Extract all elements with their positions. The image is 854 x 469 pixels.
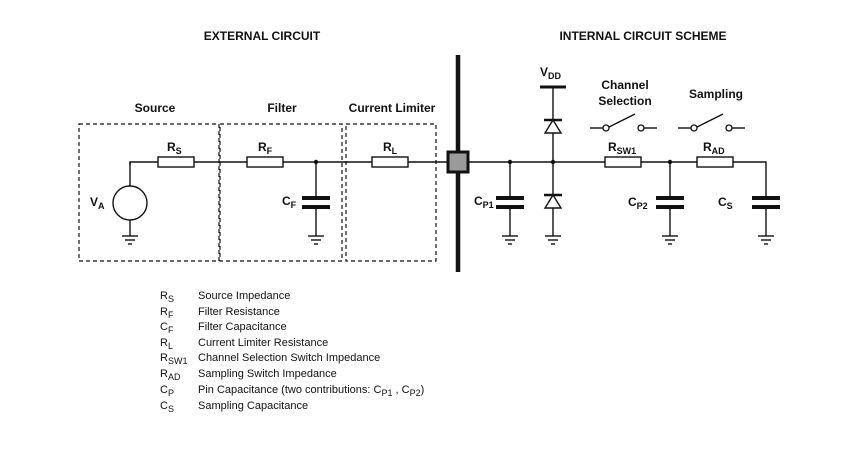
legend-symbol-cs: CS (160, 400, 174, 414)
rsw1-symbol: RSW1 (608, 140, 636, 156)
filter-box (219, 123, 343, 262)
current-limiter-label: Current Limiter (349, 101, 436, 115)
pin-pad-icon (446, 150, 470, 174)
channel-selection-switch-icon (590, 113, 657, 132)
sampling-label: Sampling (689, 87, 743, 101)
external-circuit-heading: EXTERNAL CIRCUIT (204, 29, 321, 43)
rs-symbol: RS (167, 140, 182, 156)
rl-symbol: RL (383, 140, 398, 156)
rad-symbol: RAD (703, 140, 725, 156)
legend-desc-rl: Current Limiter Resistance (198, 337, 328, 349)
legend-desc-rf: Filter Resistance (198, 306, 280, 318)
channel-selection-label-line2: Selection (598, 94, 651, 108)
legend-desc-rsw1: Channel Selection Switch Impedance (198, 352, 380, 364)
wire-rad-cs (733, 161, 767, 197)
diode-lower-icon (543, 193, 563, 209)
cf-symbol: CF (282, 194, 297, 210)
diode-upper-icon (543, 118, 563, 134)
legend: RS Source Impedance RF Filter Resistance… (160, 290, 424, 414)
legend-symbol-cf: CF (160, 321, 174, 335)
rf-resistor (246, 156, 284, 168)
cs-symbol: CS (718, 195, 733, 211)
source-box (78, 123, 220, 262)
legend-desc-cp: Pin Capacitance (two contributions: CP1 … (198, 384, 424, 398)
va-source-icon (112, 185, 148, 221)
ground-icon (308, 235, 324, 245)
legend-symbol-rs: RS (160, 290, 174, 304)
filter-label: Filter (267, 101, 297, 115)
channel-selection-label-line1: Channel (601, 78, 648, 92)
ground-icon (502, 235, 518, 245)
wire-source-up (129, 161, 158, 165)
legend-desc-cf: Filter Capacitance (198, 321, 287, 333)
legend-symbol-rad: RAD (160, 368, 181, 382)
legend-desc-rad: Sampling Switch Impedance (198, 368, 337, 380)
internal-circuit-heading: INTERNAL CIRCUIT SCHEME (559, 29, 726, 43)
rsw1-resistor (604, 156, 642, 168)
ground-icon (662, 235, 678, 245)
diode-node-dot (550, 159, 556, 165)
cp1-symbol: CP1 (474, 194, 494, 210)
current-limiter-box (345, 123, 437, 262)
sampling-switch-icon (678, 113, 745, 132)
legend-desc-cs: Sampling Capacitance (198, 400, 308, 412)
source-label: Source (135, 101, 176, 115)
cp2-symbol: CP2 (628, 195, 648, 211)
rf-symbol: RF (258, 140, 273, 156)
legend-desc-rs: Source Impedance (198, 290, 290, 302)
va-symbol: VA (90, 195, 105, 211)
vdd-symbol: VDD (540, 65, 562, 81)
rl-resistor (371, 156, 409, 168)
rad-resistor (696, 156, 734, 168)
legend-symbol-rsw1: RSW1 (160, 352, 187, 366)
legend-symbol-rl: RL (160, 337, 173, 351)
rs-resistor (157, 156, 195, 168)
ground-icon (758, 235, 774, 245)
legend-symbol-cp: CP (160, 384, 174, 398)
ground-icon (545, 235, 561, 245)
ground-icon (122, 235, 138, 245)
legend-symbol-rf: RF (160, 306, 174, 320)
